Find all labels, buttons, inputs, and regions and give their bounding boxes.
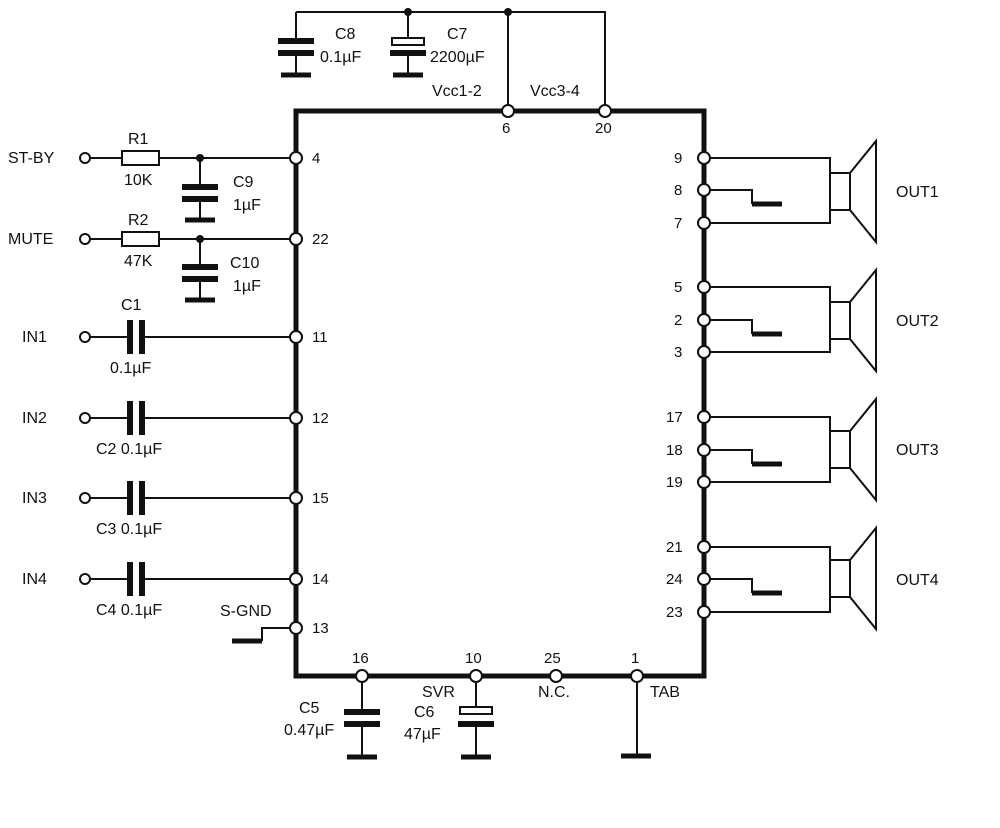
pin-3-label: 3 xyxy=(674,344,682,361)
c8-label: C8 xyxy=(335,26,356,43)
speaker-out1-icon xyxy=(829,172,851,211)
pin-8-label: 8 xyxy=(674,182,682,199)
vcc34-label: Vcc3-4 xyxy=(530,83,580,100)
stby-label: ST-BY xyxy=(8,150,55,167)
out2-label: OUT2 xyxy=(896,313,939,330)
c3-label: C3 0.1µF xyxy=(96,521,162,538)
capacitor-c7 xyxy=(390,12,426,78)
in4-label: IN4 xyxy=(22,571,47,588)
pin-11-label: 11 xyxy=(312,329,328,346)
pin-13-label: 13 xyxy=(312,620,329,637)
pin-16-circuit: 16 C5 0.47µF xyxy=(284,650,380,760)
pin-20-label: 20 xyxy=(595,120,612,137)
pin-1-label: 1 xyxy=(631,650,639,667)
r1-label: R1 xyxy=(128,131,149,148)
pin-22-label: 22 xyxy=(312,231,329,248)
c10-label: C10 xyxy=(230,255,259,272)
c5-value: 0.47µF xyxy=(284,722,334,739)
pin-1-tab: 1 TAB xyxy=(621,650,680,759)
nc-label: N.C. xyxy=(538,684,570,701)
ic-body xyxy=(293,108,707,679)
vcc12-label: Vcc1-2 xyxy=(432,83,482,100)
r2-value: 47K xyxy=(124,253,153,270)
output-out4: 21 24 23 OUT4 xyxy=(666,525,939,632)
output-out3: 17 18 19 OUT3 xyxy=(666,396,939,503)
out3-label: OUT3 xyxy=(896,442,939,459)
pin-23-label: 23 xyxy=(666,604,683,621)
sgnd-label: S-GND xyxy=(220,603,272,620)
c7-value: 2200µF xyxy=(430,49,485,66)
c1-label: C1 xyxy=(121,297,142,314)
c5-label: C5 xyxy=(299,700,320,717)
r1-value: 10K xyxy=(124,172,153,189)
c4-label: C4 0.1µF xyxy=(96,602,162,619)
speaker-out2-icon xyxy=(829,301,851,340)
c1-value: 0.1µF xyxy=(110,360,151,377)
pin-6-label: 6 xyxy=(502,120,510,137)
c9-label: C9 xyxy=(233,174,254,191)
supply-network: C8 0.1µF C7 2200µF Vcc1-2 Vcc3-4 6 20 xyxy=(278,8,612,137)
speaker-out3-icon xyxy=(829,430,851,469)
signal-ground: S-GND 13 xyxy=(220,603,329,644)
svr-label: SVR xyxy=(422,684,455,701)
c2-label: C2 0.1µF xyxy=(96,441,162,458)
mute-circuit: MUTE R2 47K C10 1µF 22 xyxy=(8,212,329,303)
pin-9-label: 9 xyxy=(674,150,682,167)
r2-label: R2 xyxy=(128,212,149,229)
pin-18-label: 18 xyxy=(666,442,683,459)
c8-value: 0.1µF xyxy=(320,49,361,66)
pin-2-label: 2 xyxy=(674,312,682,329)
pin-5-label: 5 xyxy=(674,279,682,296)
speaker-out4-icon xyxy=(829,559,851,598)
pin-4-label: 4 xyxy=(312,150,320,167)
out1-label: OUT1 xyxy=(896,184,939,201)
resistor-r1 xyxy=(121,150,160,166)
pin-24-label: 24 xyxy=(666,571,683,588)
input-in4: IN4 C4 0.1µF 14 xyxy=(22,562,329,619)
c10-value: 1µF xyxy=(233,278,261,295)
output-out2: 5 2 3 OUT2 xyxy=(674,267,939,374)
c6-label: C6 xyxy=(414,704,435,721)
out4-label: OUT4 xyxy=(896,572,939,589)
pin-7-label: 7 xyxy=(674,215,682,232)
input-in3: IN3 C3 0.1µF 15 xyxy=(22,481,329,538)
capacitor-c10 xyxy=(182,239,218,303)
in1-label: IN1 xyxy=(22,329,47,346)
pin-10-circuit: 10 SVR C6 47µF xyxy=(404,650,494,760)
capacitor-c8 xyxy=(278,12,314,78)
pin-16-label: 16 xyxy=(352,650,369,667)
pin-19-label: 19 xyxy=(666,474,683,491)
pin-17-label: 17 xyxy=(666,409,683,426)
pin-25-nc: 25 N.C. xyxy=(538,650,570,701)
pin-15-label: 15 xyxy=(312,490,329,507)
capacitor-c9 xyxy=(182,158,218,223)
c9-value: 1µF xyxy=(233,197,261,214)
standby-circuit: ST-BY R1 10K C9 1µF 4 xyxy=(8,131,320,223)
resistor-r2 xyxy=(121,231,160,247)
pin-21-label: 21 xyxy=(666,539,683,556)
c6-value: 47µF xyxy=(404,726,441,743)
pin-10-label: 10 xyxy=(465,650,482,667)
pin-12-label: 12 xyxy=(312,410,329,427)
pin-14-label: 14 xyxy=(312,571,329,588)
pin-25-label: 25 xyxy=(544,650,561,667)
mute-label: MUTE xyxy=(8,231,53,248)
input-in1: IN1 C1 0.1µF 11 xyxy=(22,297,328,377)
c7-label: C7 xyxy=(447,26,468,43)
input-in2: IN2 C2 0.1µF 12 xyxy=(22,401,329,458)
output-out1: 9 8 7 OUT1 xyxy=(674,138,939,245)
in2-label: IN2 xyxy=(22,410,47,427)
in3-label: IN3 xyxy=(22,490,47,507)
tab-label: TAB xyxy=(650,684,680,701)
